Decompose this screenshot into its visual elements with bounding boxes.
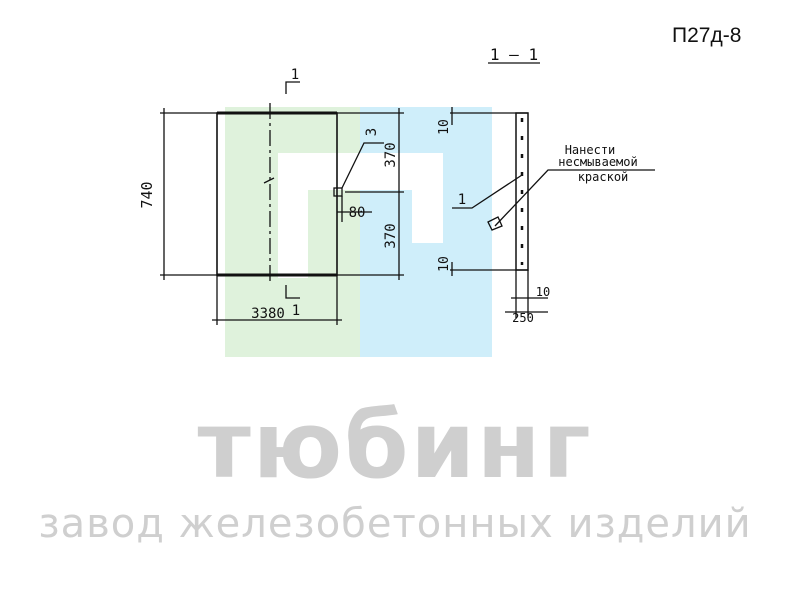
section-top-dim: 10 xyxy=(437,119,452,135)
section-bottom-dim: 10 xyxy=(437,256,452,272)
product-code: П27д-8 xyxy=(672,24,742,47)
plan-view xyxy=(160,81,404,325)
item-leader xyxy=(341,142,384,189)
drawing-labels: 740 3380 1 1 370 370 80 3 1 – 1 10 10 1 … xyxy=(138,45,638,325)
section-mark-bottom xyxy=(285,285,300,299)
lifting-hole xyxy=(333,187,343,197)
logo-white-cutout-2 xyxy=(278,243,308,278)
upper-dim-label: 370 xyxy=(383,142,399,167)
plan-item-label: 3 xyxy=(364,128,380,136)
hole-dim-label: 80 xyxy=(349,205,366,221)
section-mark-top xyxy=(285,81,300,94)
note-line-3: краской xyxy=(578,170,629,184)
section-item-label: 1 xyxy=(458,192,466,208)
logo-green-inner xyxy=(308,190,360,243)
plate-thickness-label: 10 xyxy=(536,285,550,299)
note-leader xyxy=(494,169,655,227)
section-mark-bottom-label: 1 xyxy=(292,303,300,319)
watermark-name: тюбинг xyxy=(197,392,593,499)
note-line-2: несмываемой xyxy=(558,155,637,169)
depth-dim-label: 250 xyxy=(512,311,534,325)
section-item-leader xyxy=(452,174,523,209)
section-mark-top-label: 1 xyxy=(291,67,299,83)
section-title: 1 – 1 xyxy=(490,45,538,64)
logo-blue-inner xyxy=(360,190,412,278)
watermark-tagline: завод железобетонных изделий xyxy=(38,501,752,547)
section-view xyxy=(450,62,655,318)
width-dim-label: 3380 xyxy=(251,306,285,322)
break-mark xyxy=(263,177,275,184)
note-line-1: Нанести xyxy=(565,143,616,157)
height-dim-label: 740 xyxy=(138,181,156,208)
lower-dim-label: 370 xyxy=(383,223,399,248)
mark-symbol xyxy=(487,216,503,231)
